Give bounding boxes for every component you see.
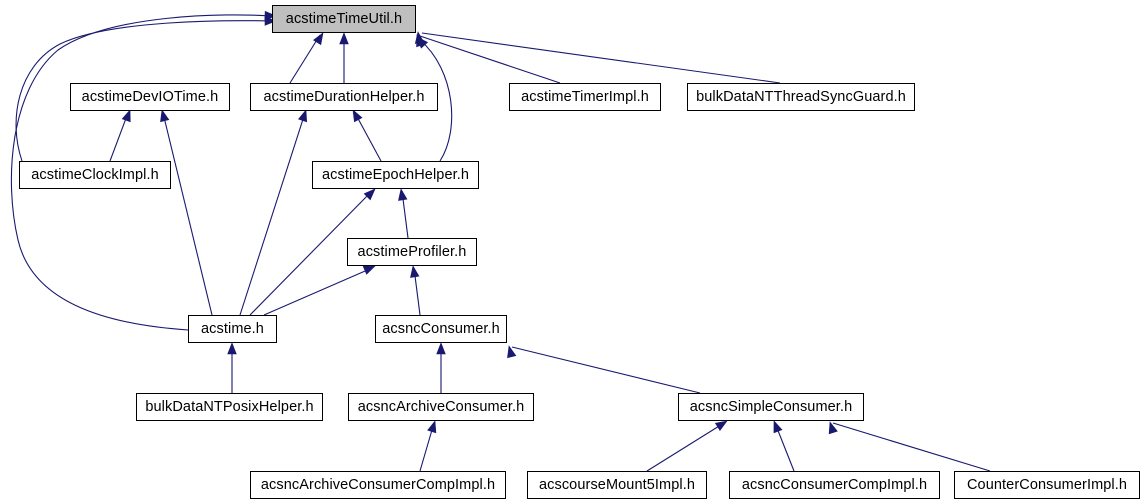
- arrowhead-acstime-to-acstimeDevIOTime: [160, 109, 170, 123]
- arrowhead-acstimeEpochHelper-to-acstimeDurationHelper: [352, 109, 363, 123]
- node-acstimeDevIOTime[interactable]: acstimeDevIOTime.h: [70, 83, 230, 111]
- node-acsncSimpleConsumer[interactable]: acsncSimpleConsumer.h: [678, 393, 864, 421]
- edge-acstimeTimerImpl-to-acstimeTimeUtil: [419, 35, 561, 84]
- edges-group: [10, 10, 991, 472]
- node-label: acscourseMount5Impl.h: [538, 476, 696, 493]
- node-acsncConsumerCompImpl[interactable]: acsncConsumerCompImpl.h: [729, 471, 940, 499]
- node-acsncArchiveConsumerCompImpl[interactable]: acsncArchiveConsumerCompImpl.h: [250, 471, 506, 499]
- node-label: acstime.h: [201, 320, 264, 337]
- arrowhead-acsncArchiveConsumerCompImpl-to-acsncArchiveConsumer: [427, 420, 437, 434]
- node-CounterConsumerImpl[interactable]: CounterConsumerImpl.h: [954, 471, 1140, 499]
- edge-acscourseMount5Impl-to-acsncSimpleConsumer: [646, 422, 725, 472]
- arrowhead-acsncSimpleConsumer-to-acsncConsumer: [507, 345, 517, 359]
- node-acstimeDurationHelper[interactable]: acstimeDurationHelper.h: [250, 83, 438, 111]
- node-bulkDataNTPosixHelper[interactable]: bulkDataNTPosixHelper.h: [136, 393, 323, 421]
- node-label: acstimeClockImpl.h: [31, 166, 159, 183]
- node-label: acstimeTimerImpl.h: [521, 88, 649, 105]
- edge-acstime-to-acstimeTimeUtil: [10, 14, 273, 331]
- node-acsncArchiveConsumer[interactable]: acsncArchiveConsumer.h: [348, 393, 534, 421]
- edge-acstime-to-acstimeDevIOTime: [162, 112, 213, 316]
- node-label: acstimeTimeUtil.h: [285, 10, 403, 27]
- node-label: acstimeDurationHelper.h: [263, 88, 425, 105]
- arrowhead-CounterConsumerImpl-to-acsncSimpleConsumer: [828, 421, 838, 435]
- edge-bulkDataNTThreadSyncGuard-to-acstimeTimeUtil: [421, 32, 781, 84]
- node-label: acsncConsumer.h: [382, 320, 500, 337]
- edge-acstimeEpochHelper-to-acstimeDurationHelper: [354, 112, 382, 162]
- arrowhead-acstimeDevIOTime-to-acstimeTimeUtil: [312, 32, 324, 46]
- node-label: acstimeEpochHelper.h: [321, 166, 470, 183]
- arrowhead-acstime-to-acstimeTimeUtil: [264, 10, 277, 21]
- node-acstimeProfiler[interactable]: acstimeProfiler.h: [347, 238, 477, 266]
- edge-acstimeDevIOTime-to-acstimeTimeUtil: [289, 34, 321, 84]
- arrowhead-acstimeEpochHelper-to-acstimeTimeUtil: [416, 36, 429, 49]
- node-acstimeEpochHelper[interactable]: acstimeEpochHelper.h: [312, 161, 479, 189]
- node-acstime[interactable]: acstime.h: [188, 315, 277, 343]
- edge-acstime-to-acstimeDurationHelper: [239, 112, 306, 316]
- node-label: acsncArchiveConsumerCompImpl.h: [260, 476, 496, 493]
- node-bulkDataNTThreadSyncGuard[interactable]: bulkDataNTThreadSyncGuard.h: [687, 83, 915, 111]
- arrowhead-bulkDataNTPosixHelper-to-acstime: [227, 342, 237, 355]
- node-acstimeTimerImpl[interactable]: acstimeTimerImpl.h: [509, 83, 661, 111]
- arrowhead-acsncConsumerCompImpl-to-acsncSimpleConsumer: [773, 420, 783, 434]
- node-label: acsncConsumerCompImpl.h: [741, 476, 928, 493]
- node-label: bulkDataNTThreadSyncGuard.h: [696, 88, 906, 105]
- node-acstimeClockImpl[interactable]: acstimeClockImpl.h: [19, 161, 171, 189]
- arrowhead-acstime-to-acstimeDurationHelper: [298, 109, 308, 123]
- arrowhead-acsncConsumer-to-acstimeProfiler: [410, 265, 420, 278]
- node-acstimeTimeUtil[interactable]: acstimeTimeUtil.h: [272, 5, 416, 33]
- node-label: CounterConsumerImpl.h: [966, 476, 1128, 493]
- edge-acstime-to-acstimeEpochHelper: [249, 190, 373, 316]
- node-label: acstimeProfiler.h: [357, 243, 467, 260]
- arrowhead-acstimeDurationHelper-to-acstimeTimeUtil: [339, 32, 349, 45]
- arrowhead-acstimeClockImpl-to-acstimeDevIOTime: [121, 109, 131, 123]
- arrowhead-acstime-to-acstimeProfiler: [362, 265, 376, 275]
- arrowhead-acsncArchiveConsumer-to-acsncConsumer: [436, 342, 446, 355]
- edge-acsncSimpleConsumer-to-acsncConsumer: [511, 346, 701, 394]
- arrowhead-acstime-to-acstimeEpochHelper: [363, 188, 376, 201]
- arrowhead-acstimeProfiler-to-acstimeEpochHelper: [398, 188, 408, 201]
- edge-acstime-to-acstimeProfiler: [263, 267, 373, 316]
- node-acscourseMount5Impl[interactable]: acscourseMount5Impl.h: [527, 471, 707, 499]
- arrowhead-acscourseMount5Impl-to-acsncSimpleConsumer: [714, 420, 728, 432]
- edge-CounterConsumerImpl-to-acsncSimpleConsumer: [832, 422, 991, 472]
- node-acsncConsumer[interactable]: acsncConsumer.h: [375, 315, 507, 343]
- edge-acstimeEpochHelper-to-acstimeTimeUtil: [419, 39, 453, 162]
- edge-acstimeClockImpl-to-acstimeTimeUtil: [15, 20, 273, 162]
- node-label: acstimeDevIOTime.h: [81, 88, 219, 105]
- node-label: acsncSimpleConsumer.h: [689, 398, 853, 415]
- edge-acstimeClockImpl-to-acstimeDevIOTime: [109, 112, 129, 162]
- node-label: acsncArchiveConsumer.h: [357, 398, 525, 415]
- node-label: bulkDataNTPosixHelper.h: [145, 398, 314, 415]
